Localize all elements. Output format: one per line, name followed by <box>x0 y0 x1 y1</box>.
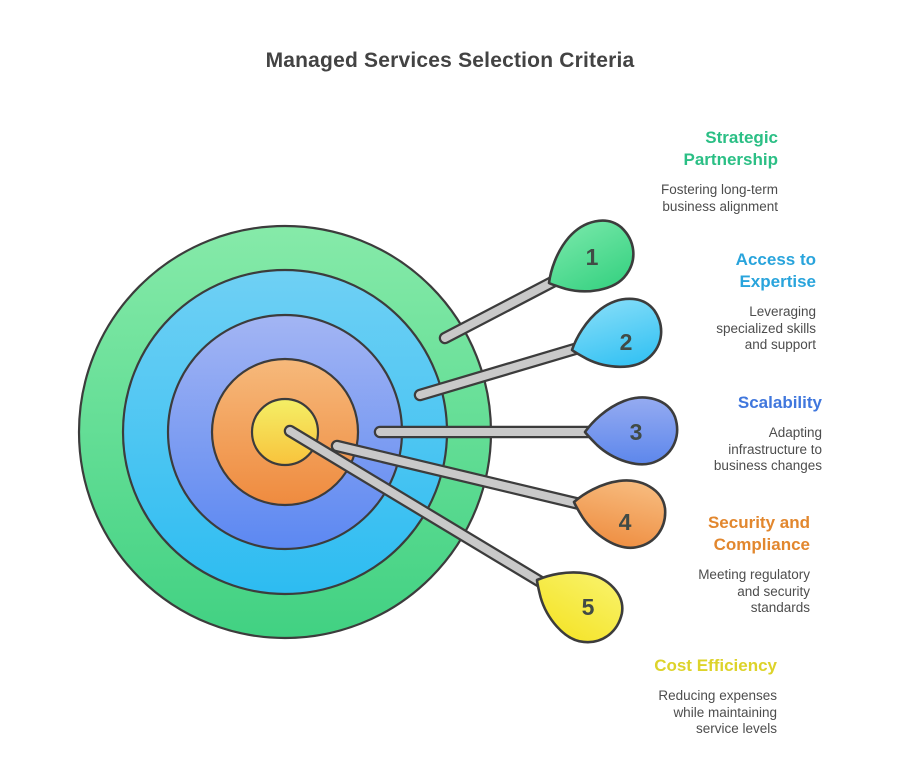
pin-number-4: 4 <box>619 509 632 535</box>
pin-numbers: 1 2 3 4 5 <box>582 244 643 620</box>
pin-stick-1 <box>441 273 566 342</box>
pin-stick-4 <box>333 442 592 510</box>
pin-number-3: 3 <box>630 419 643 445</box>
criteria-title: Cost Efficiency <box>654 656 777 675</box>
pin-stick-5 <box>286 427 553 591</box>
criteria-title: Strategic Partnership <box>683 128 778 169</box>
criteria-label-cost-efficiency: Cost Efficiency Reducing expenses while … <box>557 655 777 738</box>
criteria-label-scalability: Scalability Adapting infrastructure to b… <box>602 392 822 475</box>
criteria-label-strategic-partnership: Strategic Partnership Fostering long-ter… <box>558 127 778 215</box>
criteria-description: Adapting infrastructure to business chan… <box>713 425 822 473</box>
pin-stick-2 <box>416 342 589 399</box>
criteria-label-security-and-compliance: Security and Compliance Meeting regulato… <box>590 512 810 617</box>
page-title: Managed Services Selection Criteria <box>265 49 635 72</box>
criteria-description: Meeting regulatory and security standard… <box>698 567 810 615</box>
criteria-title: Scalability <box>737 393 822 412</box>
criteria-label-access-to-expertise: Access to Expertise Leveraging specializ… <box>596 249 816 354</box>
pin-sticks <box>286 273 603 591</box>
pin-number-5: 5 <box>582 594 595 620</box>
pin-number-2: 2 <box>620 329 633 355</box>
criteria-title: Security and Compliance <box>707 513 810 554</box>
pin-number-1: 1 <box>586 244 599 270</box>
criteria-description: Reducing expenses while maintaining serv… <box>658 688 777 736</box>
criteria-title: Access to Expertise <box>735 250 816 291</box>
criteria-description: Fostering long-term business alignment <box>660 182 778 214</box>
criteria-description: Leveraging specialized skills and suppor… <box>716 304 816 352</box>
